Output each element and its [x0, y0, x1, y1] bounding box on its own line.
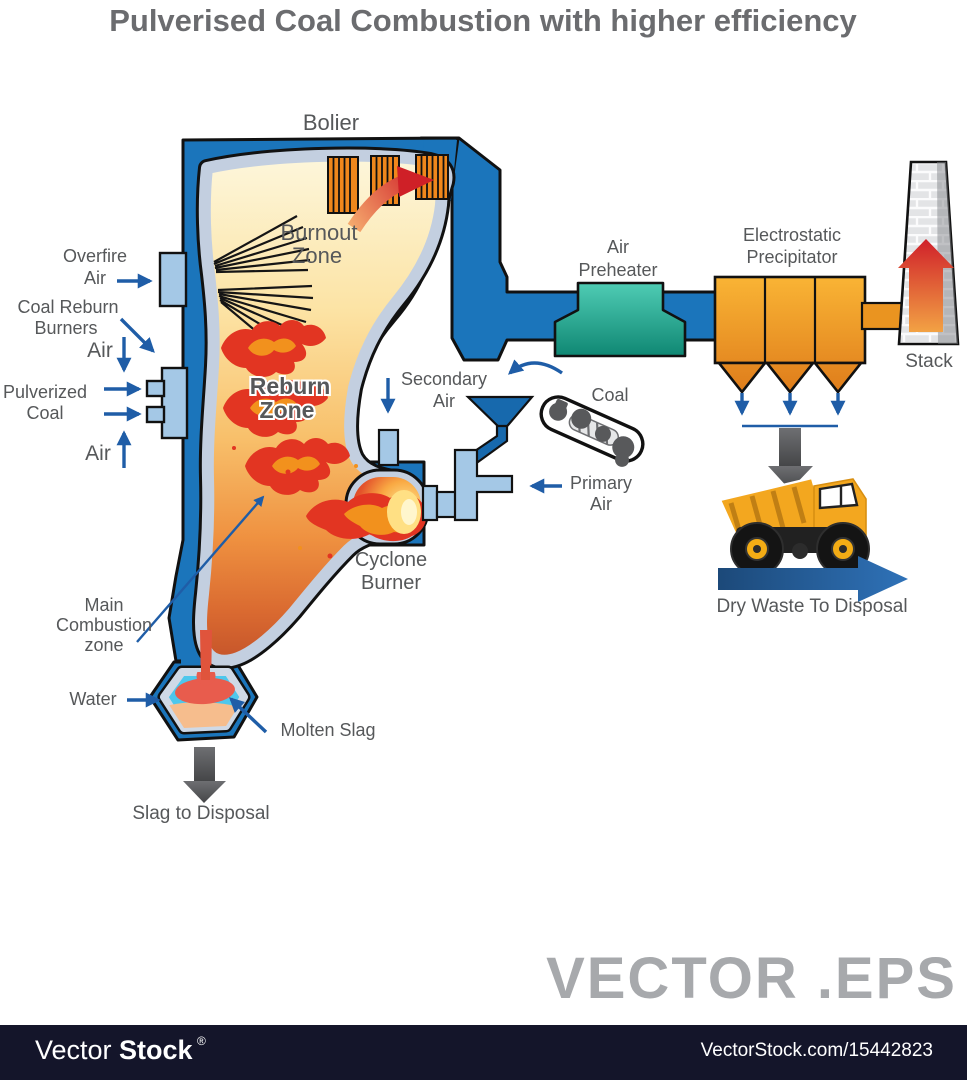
label-burnout-zone-2: Zone	[292, 243, 342, 268]
label-burnout-zone-1: Burnout	[280, 220, 357, 245]
label-primary-air-1: Primary	[570, 473, 632, 493]
label-cyclone-burner-2: Burner	[361, 572, 421, 594]
label-main-combustion-3: zone	[84, 635, 123, 655]
burner-air-ducts	[377, 428, 514, 522]
boiler-ports	[145, 251, 189, 440]
ash-to-truck-arrow	[768, 428, 813, 490]
cyclone-burner-flame	[306, 468, 430, 546]
molten-slag-pool	[175, 677, 235, 705]
label-coal-reburn-2: Burners	[34, 318, 97, 338]
pulverized-coal-inlet-2	[145, 405, 166, 424]
labels: Bolier Overfire Air Coal Reburn Burners …	[3, 110, 953, 824]
precipitator-hopper-2	[764, 361, 816, 395]
overfire-air-port	[158, 251, 188, 308]
footer-bar: Vector Stock ® VectorStock.com/15442823	[0, 1025, 967, 1080]
label-stack: Stack	[905, 351, 953, 372]
coal-conveyor	[539, 395, 645, 467]
label-overfire-air-1: Overfire	[63, 246, 127, 266]
tube-bank-1	[327, 156, 359, 214]
annotation-arrows	[104, 273, 846, 734]
label-air-top: Air	[87, 339, 113, 362]
air-preheater-unit	[553, 281, 687, 358]
primary-air-duct	[453, 448, 514, 522]
label-primary-air-2: Air	[590, 494, 612, 514]
stack-chimney	[897, 160, 960, 346]
stack-inlet-duct	[860, 301, 908, 331]
label-boiler: Bolier	[303, 110, 359, 135]
label-coal: Coal	[591, 385, 628, 405]
label-water: Water	[69, 689, 116, 709]
dump-truck	[718, 476, 870, 576]
label-dry-waste: Dry Waste To Disposal	[716, 596, 907, 617]
coal-hopper-funnel	[465, 395, 535, 433]
tank-sediment	[164, 702, 244, 728]
truck-window	[818, 482, 859, 510]
pulverized-coal-inlet-1	[145, 379, 166, 398]
label-slag-to-disposal: Slag to Disposal	[132, 803, 269, 824]
flue-gas-flow-arrow	[347, 166, 434, 233]
electrostatic-precipitator-unit	[713, 275, 867, 395]
label-pulverized-1: Pulverized	[3, 382, 87, 402]
label-precipitator-2: Precipitator	[746, 247, 837, 267]
coal-reburn-arrow	[119, 317, 155, 353]
burner-connect-duct	[435, 490, 458, 519]
label-overfire-air-2: Air	[84, 268, 106, 288]
label-cyclone-burner-1: Cyclone	[355, 549, 427, 571]
overfire-air-jets	[213, 215, 314, 349]
footer-registered-mark: ®	[197, 1034, 206, 1048]
main-combustion-arrow	[136, 495, 265, 643]
label-air-bottom: Air	[85, 442, 111, 465]
tank-interior	[157, 662, 251, 735]
footer-url: VectorStock.com/15442823	[701, 1040, 933, 1061]
footer-brand-bold: Stock	[119, 1035, 194, 1065]
label-main-combustion-1: Main	[84, 595, 123, 615]
burner-side-port	[421, 484, 439, 522]
label-air-preheater-2: Preheater	[578, 260, 657, 280]
label-secondary-air-2: Air	[433, 391, 455, 411]
label-coal-reburn-1: Coal Reburn	[17, 297, 118, 317]
reburn-flames	[221, 320, 358, 559]
label-reburn-zone-2: Zone	[260, 397, 315, 423]
reburn-burner-port	[160, 366, 189, 440]
label-molten-slag: Molten Slag	[280, 720, 375, 740]
footer-background	[0, 1025, 967, 1080]
page-title: Pulverised Coal Combustion with higher e…	[109, 3, 857, 38]
coal-feed-system	[465, 395, 645, 467]
stack-emission-arrow	[898, 239, 954, 332]
molten-slag-arrow	[229, 697, 268, 734]
precipitator-hopper-1	[716, 361, 768, 395]
precipitator-hopper-3	[812, 361, 864, 395]
coal-feed-arrow	[507, 359, 563, 375]
footer-brand-light: Vector	[35, 1035, 112, 1065]
label-precipitator-1: Electrostatic	[743, 225, 841, 245]
secondary-air-duct	[377, 428, 400, 467]
label-secondary-air-1: Secondary	[401, 369, 487, 389]
dry-waste-arrow	[718, 556, 908, 602]
label-air-preheater-1: Air	[607, 237, 629, 257]
slag-disposal-arrow	[183, 747, 226, 803]
watermark-text: VECTOR .EPS	[546, 946, 957, 1011]
label-pulverized-2: Coal	[26, 403, 63, 423]
label-main-combustion-2: Combustion	[56, 615, 152, 635]
label-reburn-zone-1: Reburn	[250, 373, 331, 399]
